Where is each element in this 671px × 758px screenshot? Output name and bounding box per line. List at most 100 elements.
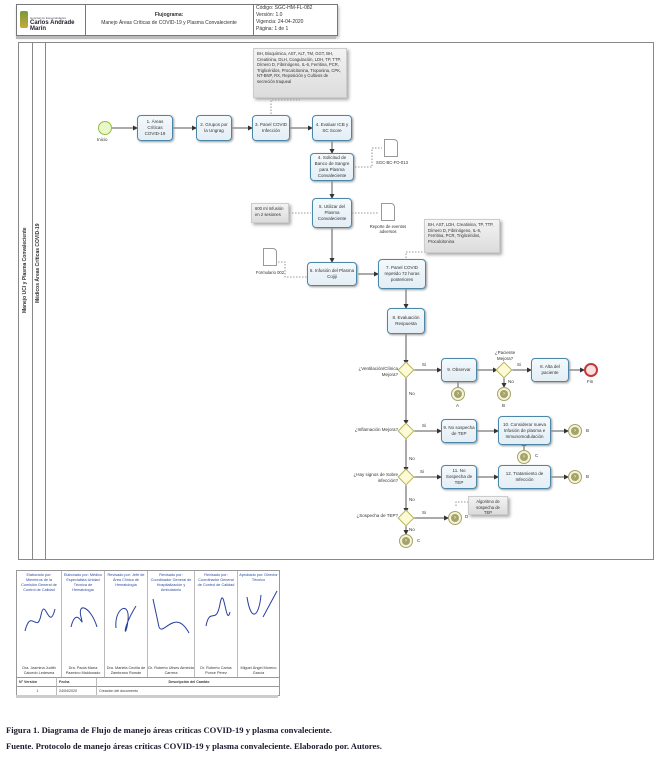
signature-role: Aprobado por: Director Técnico (239, 573, 278, 582)
signature-name: Dra. Mariela Cecilia de Zambrano Román (106, 666, 146, 675)
signature-shadow (16, 695, 278, 698)
assoc-note2-t7 (405, 251, 430, 258)
signature-cell: Revisado por: Jefe de Área Clínica de He… (105, 571, 148, 677)
doc-validity: Vigencia: 24-04-2020 (256, 19, 304, 25)
task-observar[interactable]: 9. Observar (441, 358, 477, 382)
signature-name: Miguel Ángel Moreno García (240, 666, 277, 675)
task-alta-paciente[interactable]: 8. Alta del paciente (531, 358, 569, 382)
flow-label-no: No (409, 497, 415, 502)
signature-scribble (70, 607, 98, 628)
header-title: Flujograma: (154, 12, 184, 18)
header-shadow (16, 36, 336, 39)
start-event-icon (98, 121, 112, 135)
logo-name: Carlos Andrade Marín (30, 20, 75, 32)
version-header: Descripción del Cambio (97, 677, 279, 686)
header-meta-cell: Código: SGC-HM-FL-082 Versión: 1.0 Vigen… (253, 5, 337, 35)
document-icon (381, 203, 395, 221)
link-label: C (417, 538, 421, 543)
assoc-note1-t3 (270, 99, 300, 114)
task-evaluar-score[interactable]: 4. Evaluar ICB y SC Score (312, 115, 352, 141)
flow-label-yes: Si (422, 510, 427, 515)
start-label: Inicio (97, 137, 108, 142)
link-label: D (465, 514, 469, 519)
version-cell: Creación del documento (97, 686, 279, 695)
document-header: Hospital de Especialidades Carlos Andrad… (16, 4, 338, 36)
assoc-t4b-doc1 (352, 147, 382, 168)
hospital-logo-icon (20, 11, 28, 28)
document-icon (384, 139, 398, 157)
task-panel-covid-72h[interactable]: 7. Panel COVID repetido 72 horas posteri… (378, 259, 426, 289)
version-header: N° Versión (17, 677, 57, 686)
task-solicitud-banco-sangre[interactable]: 4. Solicitud de Banco de Sangre para Pla… (310, 153, 354, 181)
link-event-c-icon[interactable]: › (517, 450, 531, 464)
task-nueva-infusion[interactable]: 10. Considerar nueva Infusión de plasma … (498, 416, 551, 445)
signature-scribble (24, 608, 56, 632)
version-header: Fecha (57, 677, 97, 686)
version-cell: 1 (17, 686, 57, 695)
signature-cell: Elaborado por: Médico Especialista Unida… (62, 571, 105, 677)
flow-label-yes: Si (420, 469, 425, 474)
signature-role: Elaborado por: Médico Especialista Unida… (63, 573, 103, 592)
link-event-b-icon[interactable]: › (497, 387, 511, 401)
signature-scribble (205, 597, 231, 627)
link-label: B (586, 474, 590, 479)
task-grupos[interactable]: 2. Grupos por la Ungrag (196, 115, 232, 141)
task-areas-criticas[interactable]: 1. Áreas Críticas COVID-19 (137, 115, 173, 141)
flow-label-yes: Si (422, 423, 427, 428)
version-table: N° Versión Fecha Descripción del Cambio … (17, 677, 279, 695)
signature-scribble (152, 598, 190, 634)
signature-block: Elaborado por: Miembros de la Comisión G… (16, 570, 280, 696)
gateway-label: ¿Ventilación/Clínica Mejora? (358, 366, 398, 377)
flow-connectors (112, 99, 585, 535)
signature-name: Dra. Jazmina Judith Caicedo Ledesma (22, 666, 56, 675)
flow-label-no: No (508, 379, 514, 384)
lane-header: Médicos Áreas Críticas COVID-19 (32, 43, 46, 559)
figure-source: Fuente. Protocolo de manejo áreas crític… (6, 741, 382, 751)
link-event-d-icon[interactable]: › (448, 511, 462, 525)
signature-name: Dr. Roberto Carlos Ponce Pérez (200, 666, 232, 675)
gateway-label: ¿Hay signos de Sobre infección? (353, 472, 398, 483)
signature-role: Elaborado por: Miembros de la Comisión G… (21, 573, 57, 592)
signature-name: Dr. Roberto Ulises Almeida Carrera (148, 666, 194, 675)
task-tratamiento-infeccion[interactable]: 12. Tratamiento de Infección (498, 465, 551, 489)
link-event-c-icon[interactable]: › (399, 534, 413, 548)
task-evaluacion-respuesta[interactable]: 8. Evaluación Respuesta (387, 308, 425, 334)
task-panel-covid[interactable]: 3. Panel COVID Infección (252, 115, 290, 141)
logo-small-text: Hospital de Especialidades (30, 16, 67, 20)
assoc-note4-g5 (455, 501, 470, 506)
signature-cell: Elaborado por: Miembros de la Comisión G… (17, 571, 62, 677)
link-event-b-icon[interactable]: › (568, 424, 582, 438)
note-infusion-dose: 600 ml Infusión en 2 sesiones (251, 203, 289, 223)
signature-role: Revisado por: Coordinador General de Con… (197, 573, 235, 587)
header-logo-cell: Hospital de Especialidades Carlos Andrad… (17, 5, 86, 35)
task-no-sospecha-tep[interactable]: 9. No sospecha de TEP (441, 419, 477, 443)
link-event-b-icon[interactable]: › (568, 470, 582, 484)
flow-label-yes: Si (422, 362, 427, 367)
link-label: A (456, 403, 460, 408)
link-label: B (586, 428, 590, 433)
header-subtitle: Manejo Áreas Críticas de COVID-19 y Plas… (101, 20, 237, 26)
document-label: Reporte de eventos adversos (369, 224, 407, 234)
pool-header: Manejo UCI y Plasma Convaleciente (19, 43, 33, 559)
link-label: B (502, 403, 506, 408)
task-no-sospecha-tep-2[interactable]: 11. No Sospecha de TEP (441, 465, 477, 489)
task-utilizar-plasma[interactable]: 5. Utilizar del Plasma Convaleciente (312, 198, 352, 228)
signature-name: Dra. Paola María Pazmino Maldonado (65, 666, 101, 675)
signature-scribble (246, 590, 278, 618)
note-tep-algorithm: Algoritmo de sospecha de TEP (468, 496, 508, 515)
figure-caption: Figura 1. Diagrama de Flujo de manejo ár… (6, 725, 332, 735)
document-label: Formulario 002 (255, 270, 285, 275)
signature-role: Revisado por: Jefe de Área Clínica de He… (107, 573, 145, 587)
signature-scribble (115, 605, 137, 632)
note-lab-tests-followup: BH, AST, LDH, Creatinina, TP, TTP, Dímer… (424, 219, 500, 253)
signature-role: Revisado por: Coordinador General de Hos… (150, 573, 192, 592)
document-icon (263, 248, 277, 266)
signature-cell: Revisado por: Coordinador General de Con… (195, 571, 238, 677)
task-infusion-plasma[interactable]: 6. Infusión del Plasma Cojiji (307, 262, 357, 286)
document-label: SGC-BC-FO-013 (376, 160, 408, 165)
gateway-label: ¿Paciente Mejora? (494, 350, 516, 361)
version-cell: 24/04/2020 (57, 686, 97, 695)
note-lab-tests-initial: BH, Bioquímica, AST, ALT, TM, GGT, BH, C… (253, 48, 347, 98)
link-event-a-icon[interactable]: › (451, 387, 465, 401)
end-event-icon (584, 363, 598, 377)
